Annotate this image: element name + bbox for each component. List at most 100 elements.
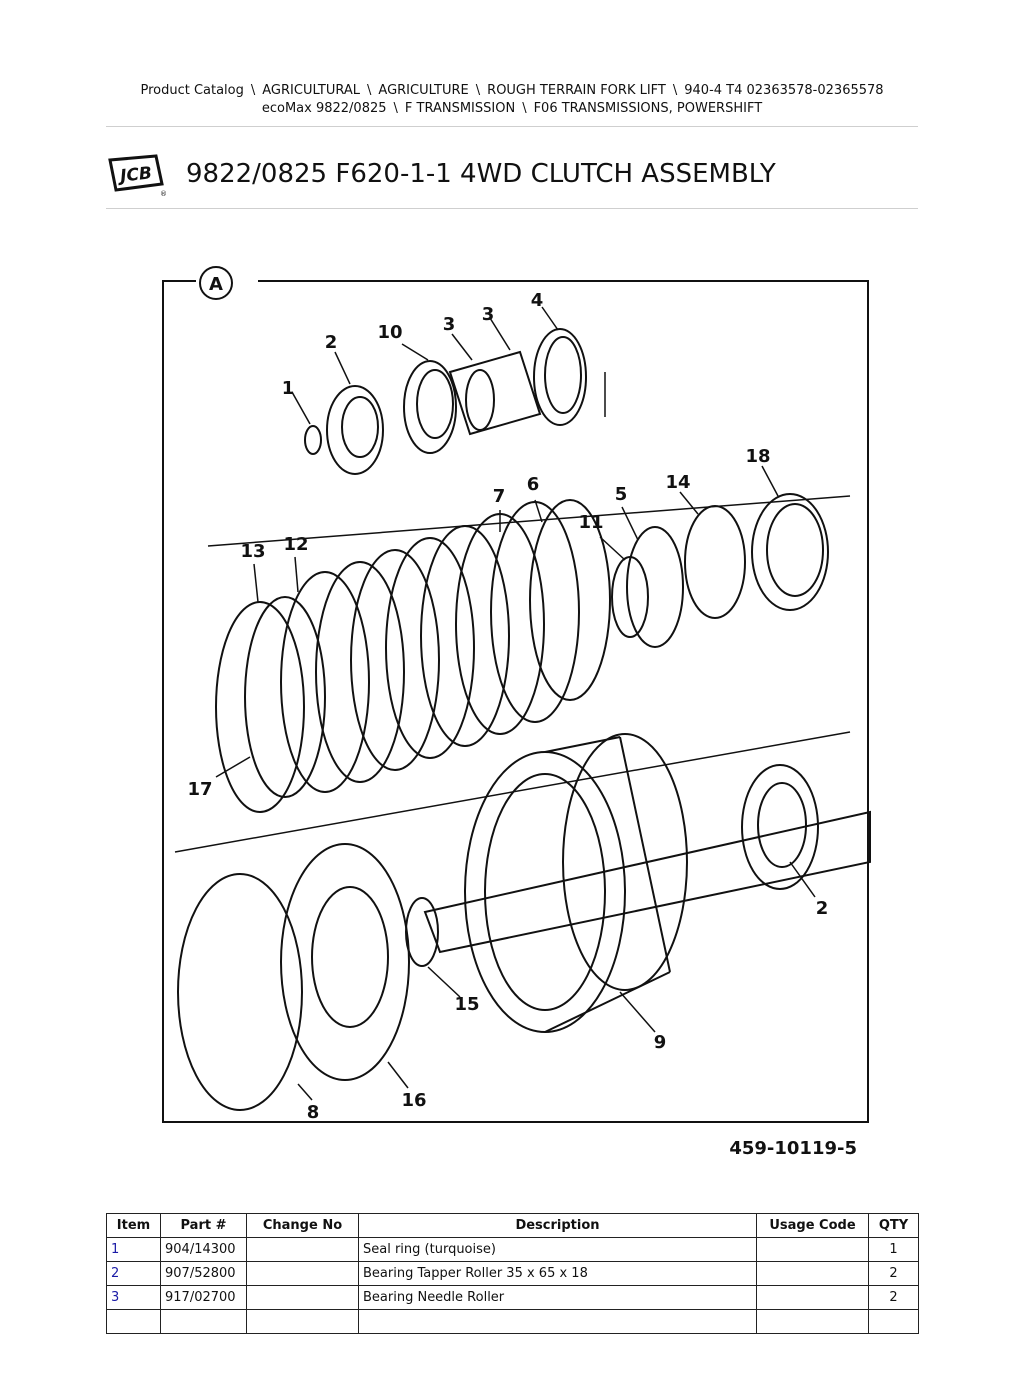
- item-link[interactable]: 2: [111, 1266, 120, 1281]
- callout-17: 17: [187, 779, 212, 800]
- usage-code: [756, 1309, 869, 1334]
- part-bearing-bottom: [741, 764, 819, 890]
- callout-11: 11: [578, 512, 603, 533]
- breadcrumb-link-product-catalog[interactable]: Product Catalog: [140, 83, 244, 98]
- exploded-view-diagram: A: [162, 266, 871, 1159]
- callout-4: 4: [531, 290, 544, 311]
- breadcrumb-line-1: Product Catalog \ AGRICULTURAL \ AGRICULTURE…: [0, 82, 1024, 100]
- part-end-plate: [244, 596, 326, 798]
- callout-1: 1: [282, 378, 295, 399]
- part-spring-retainer: [626, 526, 684, 648]
- part-number: 907/52800: [160, 1261, 247, 1286]
- change-no: [246, 1309, 359, 1334]
- quantity: 1: [868, 1237, 919, 1262]
- breadcrumb-line-2: ecoMax 9822/0825 \ F TRANSMISSION \ F06 TRAN…: [0, 100, 1024, 118]
- part-clutch-hub: [280, 843, 410, 1081]
- breadcrumb-separator: \: [522, 101, 527, 116]
- diagram-frame: [162, 280, 869, 1123]
- jcb-logo: JCB ®: [108, 154, 166, 198]
- breadcrumb-link-rough-terrain-fork-lift[interactable]: ROUGH TERRAIN FORK LIFT: [487, 83, 666, 98]
- description: Seal ring (turquoise): [358, 1237, 757, 1262]
- callout-15: 15: [454, 994, 479, 1015]
- quantity: 2: [868, 1261, 919, 1286]
- table-header-row: Item Part # Change No Description Usage …: [106, 1213, 919, 1238]
- breadcrumb-link-f06-transmissions[interactable]: F06 TRANSMISSIONS, POWERSHIFT: [533, 101, 763, 116]
- view-label: A: [209, 274, 223, 295]
- breadcrumb: Product Catalog \ AGRICULTURAL \ AGRICULTURE…: [0, 82, 1024, 118]
- usage-code: [756, 1285, 869, 1310]
- callout-3b: 3: [482, 304, 495, 325]
- column-header-usage-code: Usage Code: [756, 1213, 869, 1238]
- usage-code: [756, 1261, 869, 1286]
- item-link[interactable]: 3: [111, 1290, 120, 1305]
- logo-text: JCB: [116, 163, 153, 187]
- part-thrust-washer: [533, 328, 587, 426]
- description: Bearing Tapper Roller 35 x 65 x 18: [358, 1261, 757, 1286]
- title-divider: [106, 208, 918, 209]
- part-needle-bearing: [448, 350, 542, 436]
- breadcrumb-link-ecomax[interactable]: ecoMax 9822/0825: [261, 101, 387, 116]
- quantity: 2: [868, 1285, 919, 1310]
- part-piston: [751, 493, 829, 611]
- breadcrumb-link-f-transmission[interactable]: F TRANSMISSION: [404, 101, 516, 116]
- column-header-part: Part #: [160, 1213, 247, 1238]
- part-seal-ring: [304, 425, 322, 455]
- callout-13: 13: [240, 541, 265, 562]
- part-spacer: [403, 360, 457, 454]
- callout-2b: 2: [816, 898, 829, 919]
- figure-id: 459-10119-5: [729, 1138, 857, 1159]
- part-bearing-top: [326, 385, 384, 475]
- column-header-description: Description: [358, 1213, 757, 1238]
- breadcrumb-link-agriculture[interactable]: AGRICULTURE: [378, 83, 469, 98]
- description: Bearing Needle Roller: [358, 1285, 757, 1310]
- callout-12: 12: [283, 534, 308, 555]
- callout-2: 2: [325, 332, 338, 353]
- column-header-qty: QTY: [868, 1213, 919, 1238]
- change-no: [246, 1285, 359, 1310]
- part-number: [160, 1309, 247, 1334]
- breadcrumb-separator: \: [250, 83, 256, 98]
- table-row: 3 917/02700 Bearing Needle Roller 2: [106, 1285, 919, 1310]
- part-o-ring: [177, 873, 303, 1111]
- part-number: 904/14300: [160, 1237, 247, 1262]
- column-header-change-no: Change No: [246, 1213, 359, 1238]
- part-snap-ring-small: [611, 556, 649, 638]
- description: [358, 1309, 757, 1334]
- callout-7: 7: [493, 486, 506, 507]
- callout-10: 10: [377, 322, 402, 343]
- part-snap-ring-large: [215, 601, 305, 813]
- callout-18: 18: [745, 446, 770, 467]
- part-shaft: [423, 810, 871, 954]
- callout-5: 5: [615, 484, 628, 505]
- table-row: 1 904/14300 Seal ring (turquoise) 1: [106, 1237, 919, 1262]
- callout-6: 6: [527, 474, 540, 495]
- breadcrumb-separator: \: [672, 83, 678, 98]
- callout-3: 3: [443, 314, 456, 335]
- breadcrumb-separator: \: [393, 101, 398, 116]
- callout-9: 9: [654, 1032, 667, 1053]
- change-no: [246, 1237, 359, 1262]
- part-clutch-plate: [280, 571, 370, 793]
- column-header-item: Item: [106, 1213, 161, 1238]
- table-row: [106, 1309, 919, 1334]
- breadcrumb-separator: \: [475, 83, 481, 98]
- part-clutch-drum: [464, 751, 626, 1033]
- quantity: [868, 1309, 919, 1334]
- page-title: 9822/0825 F620-1-1 4WD CLUTCH ASSEMBLY: [186, 159, 776, 189]
- usage-code: [756, 1237, 869, 1262]
- part-piston-spring: [684, 505, 746, 619]
- callout-14: 14: [665, 472, 690, 493]
- callout-16: 16: [401, 1090, 426, 1111]
- part-number: 917/02700: [160, 1285, 247, 1310]
- breadcrumb-separator: \: [367, 83, 372, 98]
- logo-registered-mark: ®: [160, 190, 166, 198]
- item-link[interactable]: 1: [111, 1242, 120, 1257]
- breadcrumb-link-agricultural[interactable]: AGRICULTURAL: [262, 83, 361, 98]
- change-no: [246, 1261, 359, 1286]
- table-row: 2 907/52800 Bearing Tapper Roller 35 x 6…: [106, 1261, 919, 1286]
- breadcrumb-link-model[interactable]: 940-4 T4 02363578-02365578: [684, 83, 884, 98]
- view-label-circle: [199, 266, 233, 300]
- part-shaft-seal: [405, 897, 439, 967]
- callout-8: 8: [307, 1102, 320, 1123]
- header-divider: [106, 126, 918, 127]
